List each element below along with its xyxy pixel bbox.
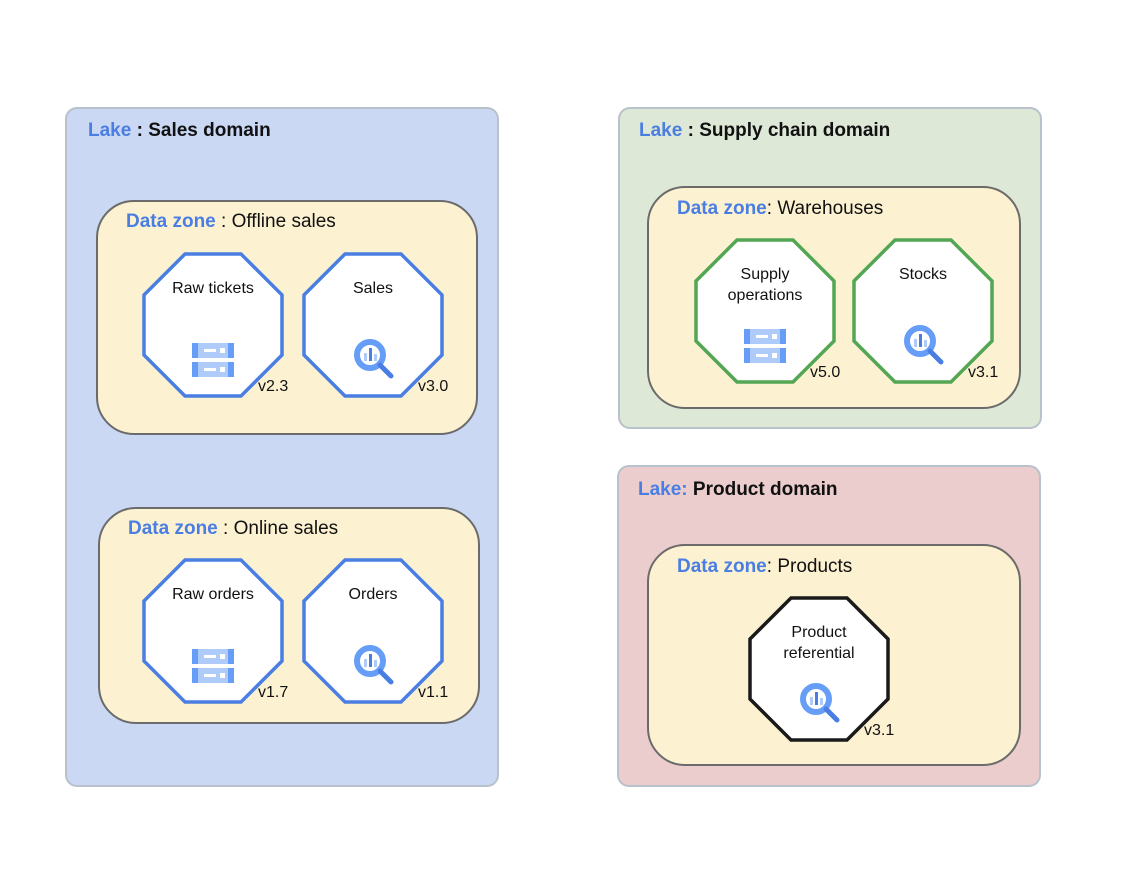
separator: : [131, 120, 149, 141]
zone-keyword: Data zone [677, 198, 767, 219]
data-product[interactable]: Supply operations [694, 238, 836, 384]
data-product[interactable]: Stocks [852, 238, 994, 384]
product-label: Product referential [783, 624, 855, 662]
lake-keyword: Lake [88, 120, 132, 141]
octagon-shape [302, 252, 444, 398]
lake-keyword: Lake: [638, 479, 688, 500]
version-label: v5.0 [810, 364, 841, 381]
separator: : [766, 198, 778, 219]
product-label: Raw orders [172, 586, 254, 603]
octagon-shape [142, 558, 284, 704]
lake-keyword: Lake [639, 120, 683, 141]
lake-title: Lake : Sales domain [88, 120, 271, 142]
storage-icon [191, 648, 235, 689]
data-product[interactable]: Raw orders [142, 558, 284, 704]
octagon-shape [694, 238, 836, 384]
separator: : [766, 556, 778, 577]
bigquery-icon [353, 338, 395, 385]
version-label: v3.0 [418, 378, 449, 395]
zone-name: Warehouses [777, 198, 884, 219]
zone-name: Offline sales [231, 211, 336, 232]
version-label: v3.1 [968, 364, 999, 381]
version-label: v3.1 [864, 722, 895, 739]
zone-title: Data zone: Products [677, 556, 852, 578]
separator: : [215, 211, 232, 232]
version-label: v1.7 [258, 684, 289, 701]
lake-title: Lake : Supply chain domain [639, 120, 890, 142]
data-product[interactable]: Sales [302, 252, 444, 398]
zone-title: Data zone : Online sales [128, 518, 338, 540]
zone-keyword: Data zone [677, 556, 767, 577]
bigquery-icon [903, 324, 945, 371]
octagon-shape [748, 596, 890, 742]
zone-title: Data zone : Offline sales [126, 211, 336, 233]
product-label: Stocks [898, 266, 947, 283]
separator: : [217, 518, 234, 539]
separator: : [682, 120, 700, 141]
zone-keyword: Data zone [128, 518, 218, 539]
octagon-shape [142, 252, 284, 398]
lake-name: Sales domain [148, 120, 271, 141]
bigquery-icon [353, 644, 395, 691]
data-product[interactable]: Orders [302, 558, 444, 704]
data-product[interactable]: Raw tickets [142, 252, 284, 398]
zone-title: Data zone: Warehouses [677, 198, 883, 220]
version-label: v1.1 [418, 684, 449, 701]
zone-name: Products [777, 556, 853, 577]
bigquery-icon [799, 682, 841, 729]
storage-icon [743, 328, 787, 369]
storage-icon [191, 342, 235, 383]
product-label: Raw tickets [172, 280, 254, 297]
octagon-shape [852, 238, 994, 384]
zone-name: Online sales [233, 518, 339, 539]
zone-keyword: Data zone [126, 211, 216, 232]
lake-name: Product domain [692, 479, 838, 500]
version-label: v2.3 [258, 378, 289, 395]
lake-title: Lake: Product domain [638, 479, 838, 501]
product-label: Sales [352, 280, 394, 297]
product-label: Orders [348, 586, 398, 603]
product-label: Supply operations [727, 266, 803, 304]
data-product[interactable]: Product referential [748, 596, 890, 742]
lake-name: Supply chain domain [699, 120, 891, 141]
octagon-shape [302, 558, 444, 704]
